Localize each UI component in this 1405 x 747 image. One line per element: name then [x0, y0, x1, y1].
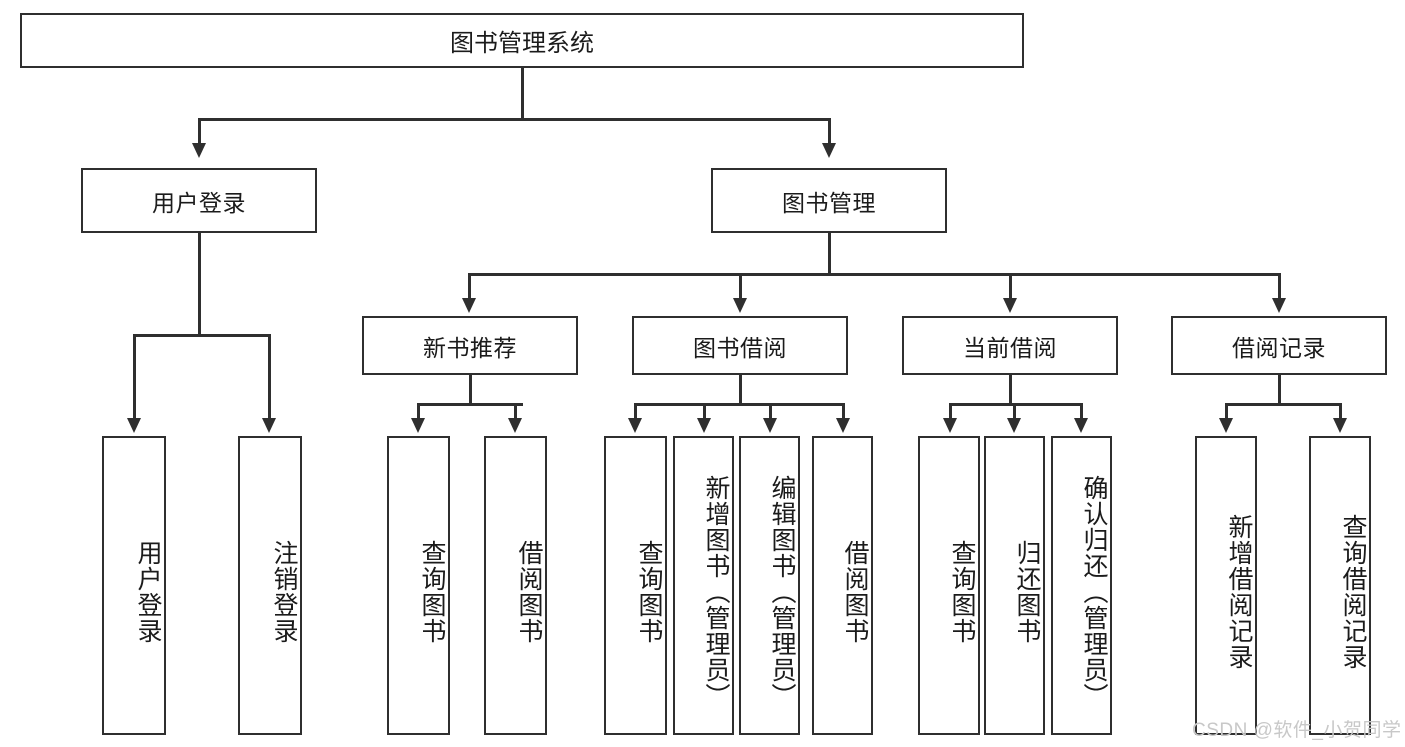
arrowhead-current-to-leaf1: [943, 418, 957, 433]
leaf-confirm-return-admin-label: 确认归还（管理员）: [1080, 474, 1108, 709]
arrowhead-record-to-leaf1: [1219, 418, 1233, 433]
leaf-return-book[interactable]: 归还图书: [984, 436, 1045, 735]
arrowhead-borrow-to-leaf3: [763, 418, 777, 433]
leaf-current-query-book[interactable]: 查询图书: [918, 436, 980, 735]
leaf-add-book-admin[interactable]: 新增图书（管理员）: [673, 436, 734, 735]
edge-login-to-leaf1: [133, 334, 136, 420]
edge-login-stem: [198, 233, 201, 336]
arrowhead-root-to-bookmgmt: [822, 143, 836, 158]
leaf-query-borrow-record[interactable]: 查询借阅记录: [1309, 436, 1371, 735]
node-book-management-label: 图书管理: [782, 189, 876, 216]
arrowhead-bookmgmt-to-record: [1272, 298, 1286, 313]
leaf-query-borrow-record-label: 查询借阅记录: [1339, 513, 1367, 670]
node-borrow-record[interactable]: 借阅记录: [1171, 316, 1387, 375]
node-user-login-label: 用户登录: [152, 189, 246, 216]
arrowhead-borrow-to-leaf4: [836, 418, 850, 433]
leaf-borrow-query-book[interactable]: 查询图书: [604, 436, 667, 735]
arrowhead-login-to-leaf1: [127, 418, 141, 433]
arrowhead-root-to-login: [192, 143, 206, 158]
node-book-management[interactable]: 图书管理: [711, 168, 947, 233]
edge-current-to-leaf1: [949, 403, 952, 420]
edge-newbook-stem: [469, 375, 472, 405]
arrowhead-record-to-leaf2: [1333, 418, 1347, 433]
arrowhead-bookmgmt-to-newbook: [462, 298, 476, 313]
leaf-borrow-book[interactable]: 借阅图书: [812, 436, 873, 735]
edge-newbook-to-leaf2: [514, 403, 517, 420]
leaf-user-login-label: 用户登录: [134, 539, 162, 644]
leaf-add-book-admin-label: 新增图书（管理员）: [702, 474, 730, 709]
leaf-current-query-book-label: 查询图书: [948, 539, 976, 644]
edge-bookmgmt-to-newbook: [468, 273, 471, 300]
node-root[interactable]: 图书管理系统: [20, 13, 1024, 68]
leaf-edit-book-admin[interactable]: 编辑图书（管理员）: [739, 436, 800, 735]
edge-borrow-to-leaf3: [769, 403, 772, 420]
edge-root-to-bookmgmt: [828, 118, 831, 145]
csdn-watermark: CSDN @软件_小贺同学: [1192, 720, 1402, 741]
leaf-newbook-query-book[interactable]: 查询图书: [387, 436, 450, 735]
arrowhead-bookmgmt-to-current: [1003, 298, 1017, 313]
edge-current-to-leaf3: [1080, 403, 1083, 420]
edge-record-to-leaf2: [1339, 403, 1342, 420]
edge-bookmgmt-to-borrow: [739, 273, 742, 300]
edge-newbook-to-leaf1: [417, 403, 420, 420]
arrowhead-borrow-to-leaf2: [697, 418, 711, 433]
edge-root-to-login: [198, 118, 201, 145]
edge-record-bar: [1225, 403, 1341, 406]
edge-record-to-leaf1: [1225, 403, 1228, 420]
node-user-login[interactable]: 用户登录: [81, 168, 317, 233]
edge-borrow-bar: [634, 403, 844, 406]
leaf-user-login[interactable]: 用户登录: [102, 436, 166, 735]
edge-borrow-to-leaf2: [703, 403, 706, 420]
edge-root-bar: [198, 118, 831, 121]
leaf-borrow-book-label: 借阅图书: [841, 539, 869, 644]
arrowhead-current-to-leaf2: [1007, 418, 1021, 433]
edge-login-to-leaf2: [268, 334, 271, 420]
node-book-borrow[interactable]: 图书借阅: [632, 316, 848, 375]
edge-current-bar: [949, 403, 1082, 406]
leaf-return-book-label: 归还图书: [1013, 539, 1041, 644]
edge-borrow-stem: [739, 375, 742, 405]
leaf-newbook-query-book-label: 查询图书: [418, 539, 446, 644]
node-book-borrow-label: 图书借阅: [693, 334, 787, 361]
leaf-logout-label: 注销登录: [270, 539, 298, 644]
arrowhead-newbook-to-leaf1: [411, 418, 425, 433]
node-current-borrow-label: 当前借阅: [963, 334, 1057, 361]
leaf-logout[interactable]: 注销登录: [238, 436, 302, 735]
arrowhead-newbook-to-leaf2: [508, 418, 522, 433]
arrowhead-login-to-leaf2: [262, 418, 276, 433]
edge-record-stem: [1278, 375, 1281, 405]
arrowhead-current-to-leaf3: [1074, 418, 1088, 433]
node-new-book-recommend[interactable]: 新书推荐: [362, 316, 578, 375]
arrowhead-borrow-to-leaf1: [628, 418, 642, 433]
edge-current-stem: [1009, 375, 1012, 405]
leaf-newbook-borrow-book-label: 借阅图书: [515, 539, 543, 644]
edge-login-bar: [133, 334, 271, 337]
edge-bookmgmt-to-current: [1009, 273, 1012, 300]
node-borrow-record-label: 借阅记录: [1232, 334, 1326, 361]
node-root-label: 图书管理系统: [450, 30, 594, 57]
leaf-add-borrow-record-label: 新增借阅记录: [1225, 513, 1253, 670]
leaf-confirm-return-admin[interactable]: 确认归还（管理员）: [1051, 436, 1112, 735]
edge-current-to-leaf2: [1013, 403, 1016, 420]
edge-borrow-to-leaf1: [634, 403, 637, 420]
node-current-borrow[interactable]: 当前借阅: [902, 316, 1118, 375]
edge-bookmgmt-to-record: [1278, 273, 1281, 300]
edge-newbook-bar: [417, 403, 523, 406]
edge-root-stem: [521, 68, 524, 120]
leaf-borrow-query-book-label: 查询图书: [635, 539, 663, 644]
leaf-edit-book-admin-label: 编辑图书（管理员）: [768, 474, 796, 709]
node-new-book-recommend-label: 新书推荐: [423, 334, 517, 361]
edge-bookmgmt-bar: [468, 273, 1280, 276]
edge-borrow-to-leaf4: [842, 403, 845, 420]
leaf-newbook-borrow-book[interactable]: 借阅图书: [484, 436, 547, 735]
arrowhead-bookmgmt-to-borrow: [733, 298, 747, 313]
edge-bookmgmt-stem: [828, 233, 831, 275]
leaf-add-borrow-record[interactable]: 新增借阅记录: [1195, 436, 1257, 735]
